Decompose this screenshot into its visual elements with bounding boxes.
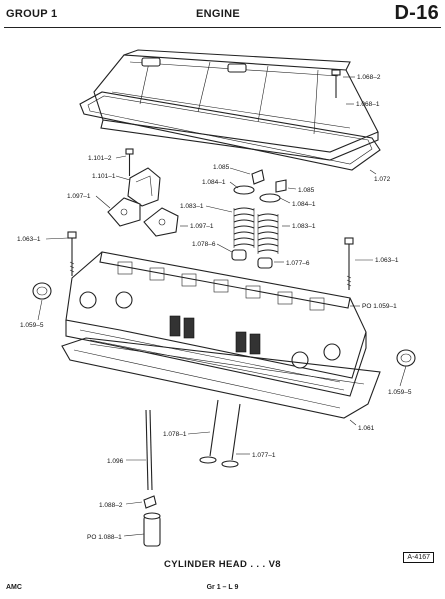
valve-springs xyxy=(233,207,279,254)
pivot-ball xyxy=(143,495,157,509)
intake-valve xyxy=(199,399,219,464)
exhaust-valve xyxy=(221,403,241,468)
rocker-arm-left xyxy=(107,197,141,227)
valve-seals xyxy=(231,249,273,269)
callout-1059-5-b: 1.059–5 xyxy=(388,389,412,396)
callout-1061: 1.061 xyxy=(358,425,375,432)
callout-1078-1: 1.078–1 xyxy=(163,431,187,438)
leader-lines xyxy=(37,76,407,537)
rocker-stud xyxy=(125,148,134,176)
reference-number: A-4167 xyxy=(403,552,434,563)
callout-1085-a: 1.085 xyxy=(213,164,230,171)
callout-po-1059-1: PO 1.059–1 xyxy=(362,303,397,310)
callout-1063-1-a: 1.063–1 xyxy=(17,236,41,243)
expansion-plug-left xyxy=(32,282,52,300)
callout-1084-1-b: 1.084–1 xyxy=(292,201,316,208)
callout-1059-5-a: 1.059–5 xyxy=(20,322,44,329)
header-rule xyxy=(4,27,441,28)
valve-cover xyxy=(93,49,379,161)
hydraulic-lifter xyxy=(143,512,161,547)
callout-1101-2: 1.101–2 xyxy=(88,155,112,162)
callout-1068-1: 1.068–1 xyxy=(356,101,380,108)
head-gasket xyxy=(61,337,381,419)
callout-1078-6: 1.078–6 xyxy=(192,241,216,248)
group-label: GROUP 1 xyxy=(6,8,58,20)
callout-1088-2: 1.088–2 xyxy=(99,502,123,509)
cylinder-head xyxy=(65,251,367,397)
spring-retainers xyxy=(233,185,281,203)
head-bolt-right xyxy=(344,237,354,290)
callout-1063-1-b: 1.063–1 xyxy=(375,257,399,264)
figure-caption: CYLINDER HEAD . . . V8 xyxy=(163,559,281,570)
rocker-arm-right xyxy=(143,207,179,237)
valve-cover-gasket xyxy=(79,91,381,171)
footer-page-ref: Gr 1 – L 9 xyxy=(206,584,239,591)
section-title: ENGINE xyxy=(196,8,240,20)
callout-1072: 1.072 xyxy=(374,176,391,183)
callout-1083-1-a: 1.083–1 xyxy=(180,203,204,210)
callout-1101-1: 1.101–1 xyxy=(92,173,116,180)
rocker-bridge xyxy=(127,167,161,207)
head-bolt-left xyxy=(67,231,77,276)
callout-1097-1-a: 1.097–1 xyxy=(67,193,91,200)
callout-1084-1-a: 1.084–1 xyxy=(202,179,226,186)
expansion-plug-right xyxy=(396,349,416,367)
push-rod xyxy=(145,409,153,491)
callout-1077-6: 1.077–6 xyxy=(286,260,310,267)
callout-1097-1-b: 1.097–1 xyxy=(190,223,214,230)
cover-bolt xyxy=(331,69,341,98)
callout-1077-1: 1.077–1 xyxy=(252,452,276,459)
callout-1083-1-b: 1.083–1 xyxy=(292,223,316,230)
callout-1068-2: 1.068–2 xyxy=(357,74,381,81)
callout-1085-b: 1.085 xyxy=(298,187,315,194)
page-number: D-16 xyxy=(394,2,439,24)
footer-brand: AMC xyxy=(6,584,22,591)
valve-locks xyxy=(251,169,287,193)
callout-1096: 1.096 xyxy=(107,458,124,465)
callout-po-1088-1: PO 1.088–1 xyxy=(87,534,122,541)
